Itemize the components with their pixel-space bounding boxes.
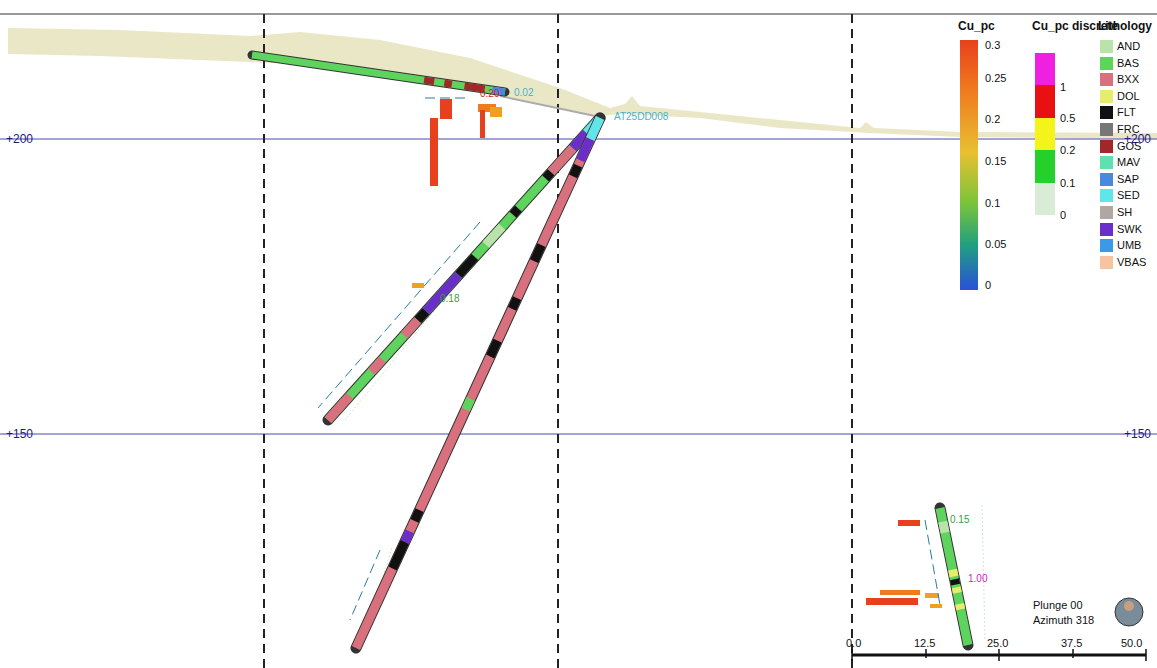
map-label: Lithology	[1098, 20, 1152, 32]
map-label: 0	[1060, 210, 1066, 221]
map-label: 1	[1060, 82, 1066, 93]
map-label: +200	[6, 133, 33, 145]
legend-swatch	[1100, 156, 1113, 169]
map-label: 0.1	[985, 198, 1000, 209]
map-label: 0.18	[440, 294, 459, 304]
legend-text: FLT	[1117, 107, 1136, 118]
map-label: 0.15	[950, 515, 969, 525]
legend-swatch	[1100, 256, 1113, 269]
map-label: 0.25	[985, 73, 1006, 84]
map-label: 0.02	[514, 88, 533, 98]
legend-text: BXX	[1117, 74, 1139, 85]
map-label: 0	[985, 280, 991, 291]
legend-swatch	[1100, 206, 1113, 219]
legend-text: BAS	[1117, 58, 1139, 69]
legend-text: SWK	[1117, 224, 1142, 235]
map-label: 0.05	[985, 239, 1006, 250]
legend-swatch	[1100, 189, 1113, 202]
legend-text: AND	[1117, 41, 1140, 52]
legend-text: FRC	[1117, 124, 1140, 135]
legend-text: SAP	[1117, 174, 1139, 185]
map-label: 0.15	[985, 156, 1006, 167]
legend-text: GOS	[1117, 141, 1141, 152]
legend-swatch	[1100, 57, 1113, 70]
map-label: +150	[6, 428, 33, 440]
map-label: Cu_pc	[958, 20, 995, 32]
map-label: 50.0	[1121, 638, 1142, 649]
map-label: 0.0	[846, 638, 861, 649]
legend-swatch	[1100, 239, 1113, 252]
map-label: +150	[1124, 428, 1151, 440]
legend-swatch	[1100, 123, 1113, 136]
map-label: Plunge 00	[1033, 600, 1083, 611]
map-label: 1.00	[968, 574, 987, 584]
map-label: 0.20	[480, 89, 499, 99]
map-label: 37.5	[1061, 638, 1082, 649]
map-label: 0.3	[985, 40, 1000, 51]
legend-text: UMB	[1117, 240, 1141, 251]
map-label: 0.1	[1060, 178, 1075, 189]
legend-swatch	[1100, 140, 1113, 153]
map-label: 0.5	[1060, 113, 1075, 124]
legend-swatch	[1100, 90, 1113, 103]
map-label: 0.2	[1060, 145, 1075, 156]
legend-text: DOL	[1117, 91, 1140, 102]
map-label: AT25DD008	[614, 112, 668, 122]
legend-swatch	[1100, 173, 1113, 186]
map-label: 25.0	[987, 638, 1008, 649]
legend-text: SED	[1117, 190, 1140, 201]
map-label: 12.5	[914, 638, 935, 649]
legend-text: SH	[1117, 207, 1132, 218]
map-label: 0.2	[985, 114, 1000, 125]
legend-swatch	[1100, 223, 1113, 236]
legend-swatch	[1100, 106, 1113, 119]
map-label: Azimuth 318	[1033, 615, 1094, 626]
legend-text: MAV	[1117, 157, 1140, 168]
legend-swatch	[1100, 40, 1113, 53]
legend-text: VBAS	[1117, 257, 1146, 268]
legend-swatch	[1100, 73, 1113, 86]
